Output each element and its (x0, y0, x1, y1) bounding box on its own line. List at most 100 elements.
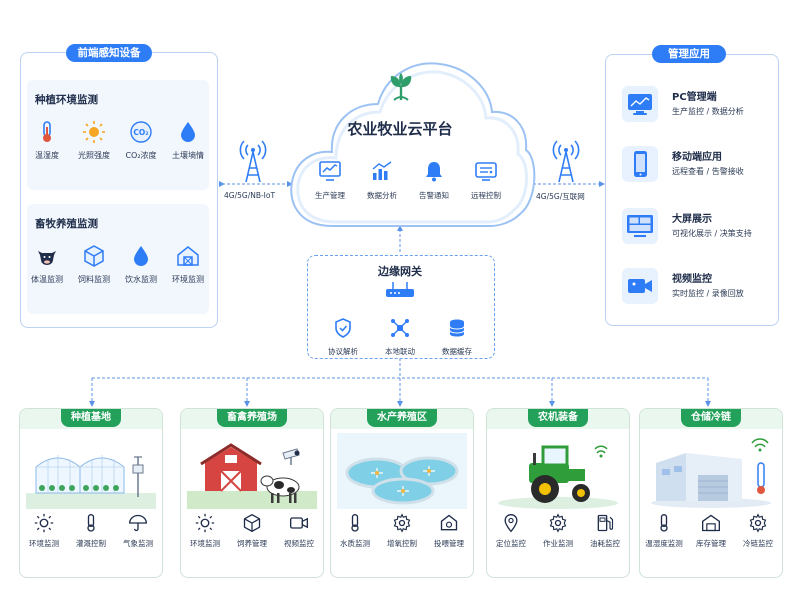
planting-item-soil: 土壤墒情 (161, 120, 215, 161)
cloud-item-alerts[interactable]: 告警通知 (406, 160, 462, 201)
tractor-illustration (498, 445, 618, 509)
greenhouse-illustration (26, 455, 156, 509)
livestock-item-environment: 环境监测 (161, 244, 215, 285)
scene-aquaculture[interactable]: 水产养殖区 水质监测 增氧控制 投喂管理 (330, 408, 474, 578)
sprout-logo-icon (390, 73, 412, 101)
scene-item: 温湿度监测 (641, 513, 687, 549)
scene-item: 环境监测 (21, 513, 67, 549)
umbrella-icon (128, 514, 148, 532)
cow-icon (38, 251, 56, 265)
antenna-right-icon (552, 140, 580, 183)
thermometer-icon (87, 514, 95, 532)
gateway-item-cache: 数据缓存 (429, 318, 485, 357)
barn-icon (177, 246, 199, 266)
cloud-item-analytics[interactable]: 数据分析 (354, 160, 410, 201)
gateway-item-local-link: 本地联动 (372, 318, 428, 357)
scene-title: 水产养殖区 (367, 409, 437, 427)
gear-icon (549, 513, 567, 533)
fish-pond-illustration (337, 433, 467, 509)
video-camera-icon (290, 517, 308, 529)
antenna-left-icon (239, 140, 267, 183)
thermometer-icon (351, 514, 359, 532)
scene-item: 冷链监控 (735, 513, 781, 549)
sun-icon (83, 121, 105, 143)
feed-box-icon (243, 513, 261, 533)
scene-planting-base[interactable]: 种植基地 环境监测 灌溉控制 气象监测 (19, 408, 163, 578)
barn-illustration (187, 443, 317, 509)
cloud-shape (290, 62, 536, 227)
planting-monitor-box (27, 80, 209, 190)
network-label-right: 4G/5G/互联网 (536, 192, 585, 201)
co2-icon: CO₂ (130, 121, 152, 143)
app-big-screen[interactable]: 大屏展示 可视化展示 / 决策支持 (622, 206, 762, 250)
app-pc[interactable]: PC管理端 生产监控 / 数据分析 (622, 84, 762, 128)
planting-monitor-title: 种植环境监测 (35, 94, 98, 106)
scene-item: 投喂管理 (426, 513, 472, 549)
cloud-item-production[interactable]: 生产管理 (302, 160, 358, 201)
monitor-icon (628, 94, 652, 115)
sun-icon (34, 513, 54, 533)
scene-item: 气象监测 (115, 513, 161, 549)
fuel-pump-icon (597, 514, 614, 532)
livestock-monitor-title: 畜牧养殖监测 (35, 218, 98, 230)
dashboard-screen-icon (627, 215, 653, 237)
network-label-left: 4G/5G/NB-IoT (224, 191, 276, 200)
edge-gateway-panel (307, 255, 495, 359)
scene-cold-chain[interactable]: 仓储冷链 温湿度监测 库存管理 冷链监控 (639, 408, 783, 578)
bar-chart-icon (372, 161, 392, 180)
remote-control-icon (475, 162, 497, 181)
frontend-devices-title: 前端感知设备 (66, 44, 152, 62)
app-mobile[interactable]: 移动端应用 远程查看 / 告警接收 (622, 144, 762, 188)
gateway-item-protocol: 协议解析 (315, 318, 371, 357)
cloud-item-remote-control[interactable]: 远程控制 (458, 160, 514, 201)
svg-text:CO₂: CO₂ (133, 128, 148, 137)
video-camera-icon (628, 279, 652, 293)
feeder-icon (440, 514, 458, 531)
scene-title: 仓储冷链 (681, 409, 741, 427)
scene-title: 农机装备 (528, 409, 588, 427)
scene-item: 定位监控 (488, 513, 534, 549)
edge-gateway-title: 边缘网关 (378, 265, 422, 278)
scene-livestock-farm[interactable]: 畜禽养殖场 环境监测 饲养管理 视频监控 (180, 408, 324, 578)
warehouse-illustration (651, 438, 771, 508)
livestock-item-body-temp: 体温监测 (20, 244, 74, 285)
warehouse-icon (702, 514, 720, 532)
scene-item: 视频监控 (276, 513, 322, 549)
planting-item-temp-humidity: 温湿度 (20, 120, 74, 161)
management-apps-title: 管理应用 (652, 45, 726, 63)
location-pin-icon (504, 513, 518, 533)
planting-item-light: 光照强度 (67, 120, 121, 161)
scene-title: 畜禽养殖场 (217, 409, 287, 427)
scene-item: 增氧控制 (379, 513, 425, 549)
feed-box-icon (84, 245, 104, 267)
gear-icon (393, 513, 411, 533)
scene-title: 种植基地 (61, 409, 121, 427)
thermometer-icon (660, 514, 668, 532)
router-icon (386, 282, 414, 297)
scene-item: 库存管理 (688, 513, 734, 549)
phone-icon (634, 151, 647, 177)
scene-item: 环境监测 (182, 513, 228, 549)
thermometer-icon (43, 121, 51, 142)
planting-item-co2: CO₂ CO₂浓度 (114, 120, 168, 161)
scene-item: 饲养管理 (229, 513, 275, 549)
water-drop-icon (134, 246, 148, 266)
bell-icon (426, 162, 442, 182)
scene-item: 作业监测 (535, 513, 581, 549)
shield-icon (335, 318, 351, 338)
water-drop-icon (181, 122, 195, 142)
network-nodes-icon (391, 319, 409, 337)
scene-item: 油耗监控 (582, 513, 628, 549)
scene-item: 水质监测 (332, 513, 378, 549)
cloud-platform-title: 农业牧业云平台 (347, 120, 453, 138)
chart-line-icon (319, 161, 341, 181)
livestock-item-water: 饮水监测 (114, 244, 168, 285)
database-icon (449, 319, 465, 337)
sun-icon (195, 513, 215, 533)
app-video[interactable]: 视频监控 实时监控 / 录像回放 (622, 266, 762, 310)
livestock-item-feed: 饲料监测 (67, 244, 121, 285)
scene-farm-machinery[interactable]: 农机装备 定位监控 作业监测 油耗监控 (486, 408, 630, 578)
gear-icon (749, 513, 767, 533)
scene-item: 灌溉控制 (68, 513, 114, 549)
